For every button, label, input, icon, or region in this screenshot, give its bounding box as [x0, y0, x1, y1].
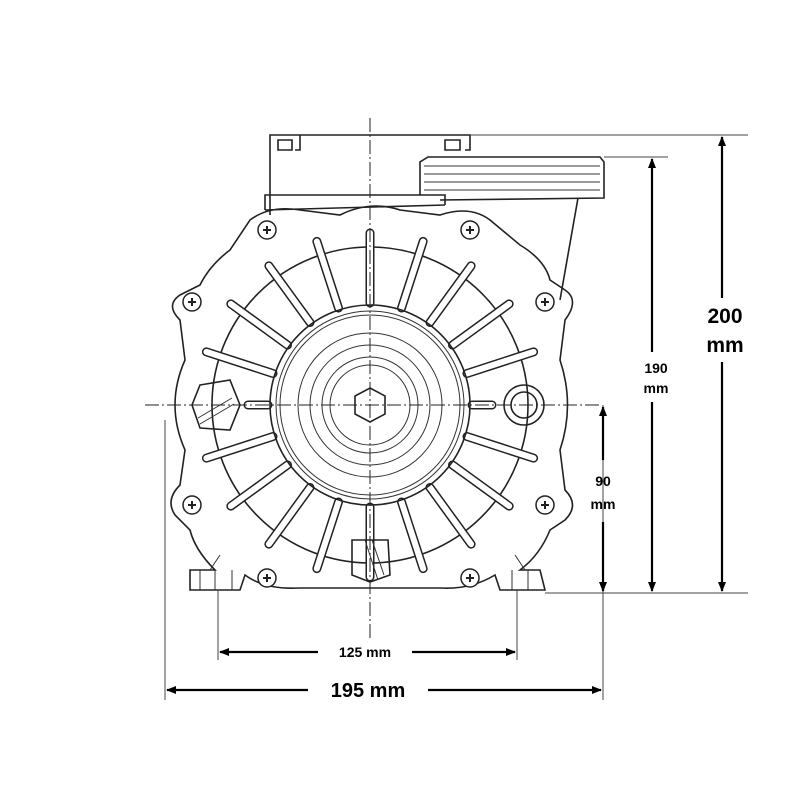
cooling-fin-fill	[313, 499, 342, 572]
extension-lines	[164, 134, 748, 700]
screw-icon	[182, 495, 202, 515]
cooling-fin-fill	[265, 262, 314, 326]
dim-200-value: 200	[707, 305, 742, 328]
dim-90-value: 90	[595, 473, 611, 489]
screw-icon	[257, 220, 277, 240]
cooling-fin-fill	[203, 348, 276, 377]
screw-icon	[182, 292, 202, 312]
feet-detail	[199, 554, 529, 590]
pump-top-housing	[264, 134, 605, 301]
cooling-fin-fill	[449, 461, 513, 510]
dim-125-label: 125 mm	[339, 644, 391, 660]
screw-icon	[535, 292, 555, 312]
cooling-fin-fill	[203, 433, 276, 462]
cooling-fin-fill	[398, 238, 427, 311]
cooling-fin-fill	[265, 484, 314, 548]
cooling-fin-fill	[464, 348, 537, 377]
screw-icon	[460, 568, 480, 588]
cooling-fin-fill	[227, 300, 291, 349]
cooling-fins	[201, 228, 539, 582]
screw-icon	[460, 220, 480, 240]
screw-icon	[257, 568, 277, 588]
dim-195-label: 195 mm	[331, 680, 406, 702]
cooling-fin-fill	[398, 499, 427, 572]
cooling-fin-fill	[464, 433, 537, 462]
dim-190-value: 190	[644, 360, 668, 376]
dim-200-unit: mm	[706, 334, 743, 357]
dim-190-unit: mm	[644, 380, 669, 396]
cooling-fin-fill	[426, 262, 475, 326]
cooling-fin-fill	[313, 238, 342, 311]
motor-flange-outline	[170, 205, 574, 591]
dim-90-unit: mm	[591, 496, 616, 512]
screw-icon	[535, 495, 555, 515]
cooling-fin-fill	[449, 300, 513, 349]
cooling-fin-fill	[227, 461, 291, 510]
screws	[182, 220, 555, 588]
drain-plug-bottom	[351, 539, 391, 583]
cooling-fin-fill	[426, 484, 475, 548]
